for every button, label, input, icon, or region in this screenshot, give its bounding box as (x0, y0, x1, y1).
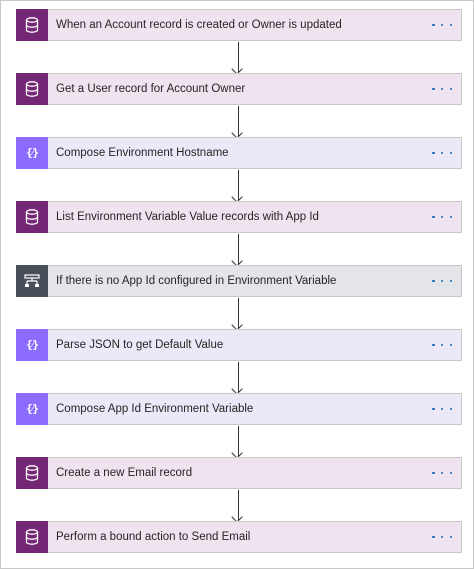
more-options-button[interactable] (429, 527, 455, 547)
more-options-button[interactable] (429, 271, 455, 291)
step-title: When an Account record is created or Own… (56, 19, 342, 31)
database-icon (16, 72, 48, 105)
step-parse-json[interactable]: {⁄} Parse JSON to get Default Value (16, 328, 462, 361)
step-send-email-action[interactable]: Perform a bound action to Send Email (16, 520, 462, 553)
step-create-email-record[interactable]: Create a new Email record (16, 456, 462, 489)
compose-icon: {⁄} (16, 136, 48, 169)
more-options-button[interactable] (429, 399, 455, 419)
more-options-button[interactable] (429, 335, 455, 355)
connector-arrow (238, 298, 239, 328)
step-title: Get a User record for Account Owner (56, 83, 246, 95)
step-compose-hostname[interactable]: {⁄} Compose Environment Hostname (16, 136, 462, 169)
connector-arrow (238, 170, 239, 200)
database-icon (16, 8, 48, 41)
step-compose-app-id[interactable]: {⁄} Compose App Id Environment Variable (16, 392, 462, 425)
more-options-button[interactable] (429, 207, 455, 227)
step-title: If there is no App Id configured in Envi… (56, 275, 337, 287)
step-title: Parse JSON to get Default Value (56, 339, 224, 351)
more-options-button[interactable] (429, 79, 455, 99)
compose-icon: {⁄} (16, 328, 48, 361)
connector-arrow (238, 234, 239, 264)
more-options-button[interactable] (429, 143, 455, 163)
more-options-button[interactable] (429, 15, 455, 35)
connector-arrow (238, 42, 239, 72)
step-title: Compose Environment Hostname (56, 147, 229, 159)
step-title: Create a new Email record (56, 467, 193, 479)
step-condition-no-app-id[interactable]: If there is no App Id configured in Envi… (16, 264, 462, 297)
database-icon (16, 456, 48, 489)
database-icon (16, 520, 48, 553)
connector-arrow (238, 426, 239, 456)
step-title: Compose App Id Environment Variable (56, 403, 254, 415)
condition-icon (16, 264, 48, 297)
more-options-button[interactable] (429, 463, 455, 483)
connector-arrow (238, 106, 239, 136)
step-get-user-record[interactable]: Get a User record for Account Owner (16, 72, 462, 105)
step-title: Perform a bound action to Send Email (56, 531, 251, 543)
compose-icon: {⁄} (16, 392, 48, 425)
step-list-env-variable-values[interactable]: List Environment Variable Value records … (16, 200, 462, 233)
connector-arrow (238, 362, 239, 392)
connector-arrow (238, 490, 239, 520)
database-icon (16, 200, 48, 233)
step-title: List Environment Variable Value records … (56, 211, 319, 223)
step-trigger-account-created[interactable]: When an Account record is created or Own… (16, 8, 462, 41)
